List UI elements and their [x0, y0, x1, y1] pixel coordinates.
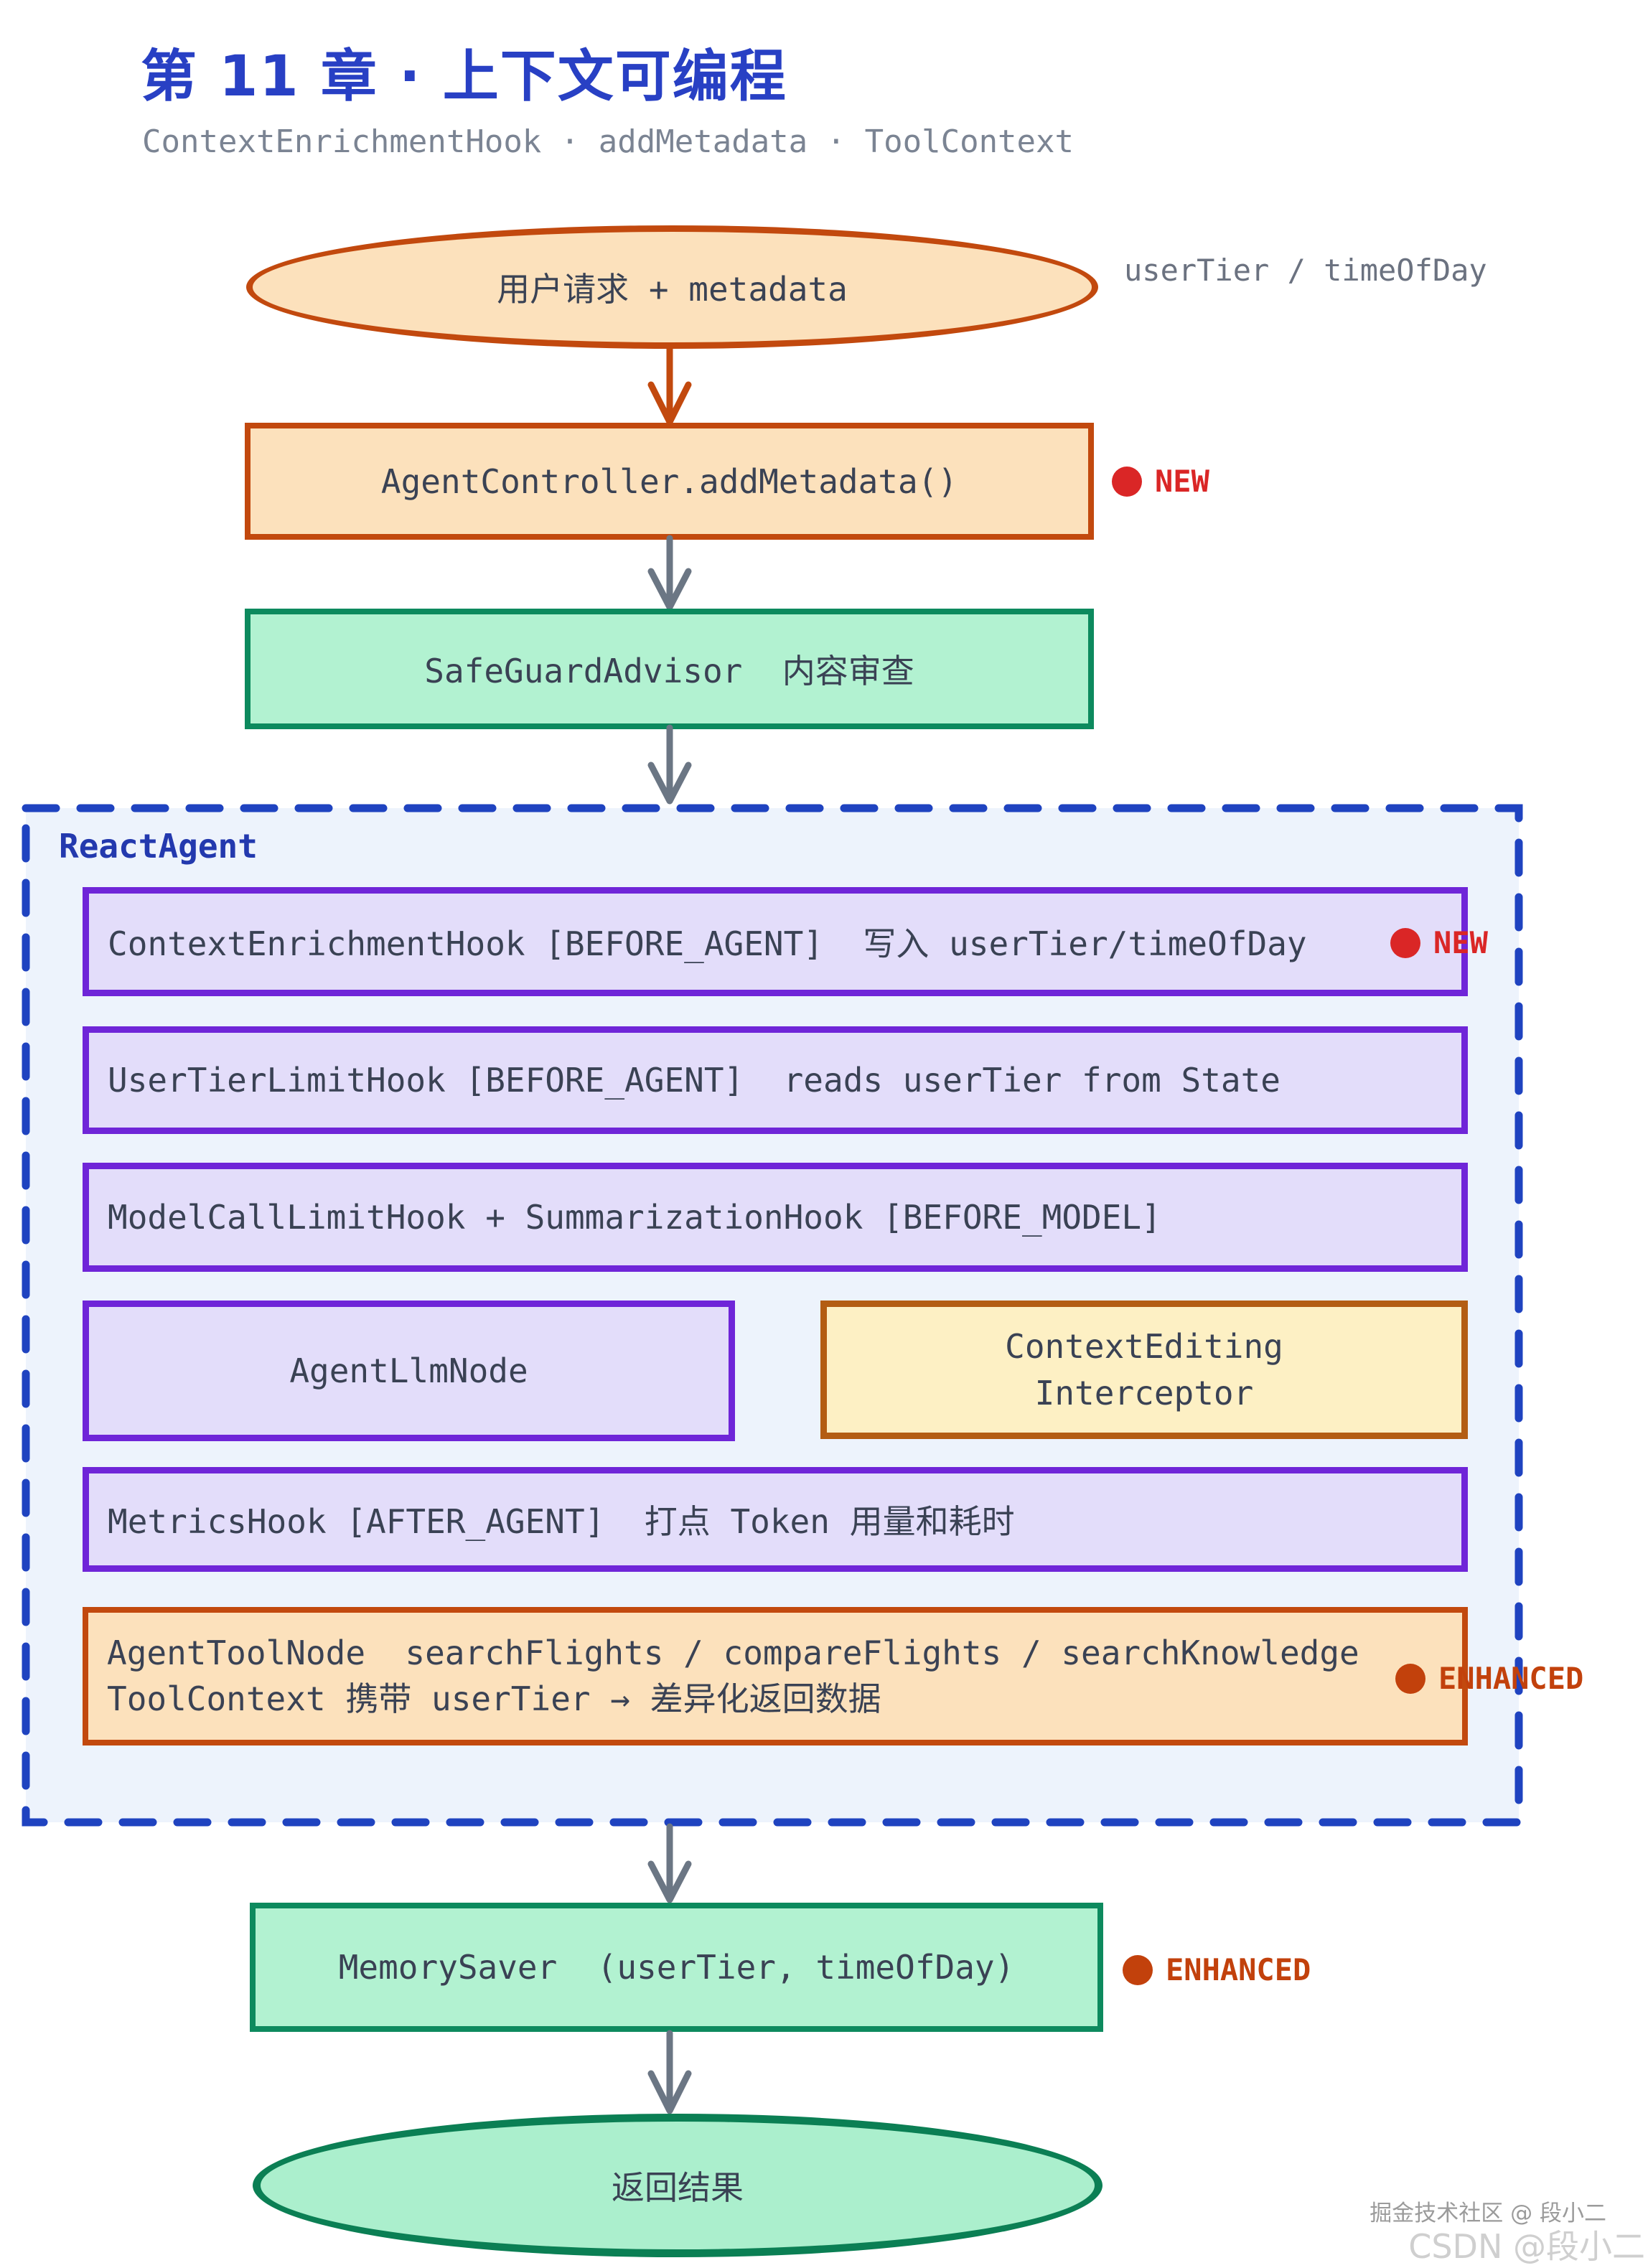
node-memory-saver: MemorySaver (userTier, timeOfDay) — [250, 1903, 1103, 2032]
node-user-request: 用户请求 + metadata — [246, 225, 1098, 349]
arrow-reactagent-to-memory — [647, 1823, 692, 1903]
node-user-tier-limit-hook-label: UserTierLimitHook [BEFORE_AGENT] reads u… — [108, 1061, 1281, 1100]
watermark-juejin: 掘金技术社区 @ 段小二 — [1370, 2201, 1606, 2226]
arrow-controller-to-safeguard — [647, 535, 692, 611]
badge-enhanced-tool: ENHANCED — [1395, 1661, 1583, 1696]
badge-new-controller: NEW — [1112, 464, 1209, 499]
node-user-request-label: 用户请求 + metadata — [497, 270, 848, 309]
node-return-result-label: 返回结果 — [612, 2168, 744, 2207]
node-metrics-hook: MetricsHook [AFTER_AGENT] 打点 Token 用量和耗时 — [83, 1467, 1468, 1572]
badge-new-context-enrichment: NEW — [1390, 925, 1488, 960]
node-safeguard-advisor: SafeGuardAdvisor 内容审查 — [245, 609, 1094, 729]
badge-dot-icon — [1112, 466, 1142, 497]
watermark-csdn: CSDN @段小二 — [1408, 2227, 1645, 2266]
badge-new-context-enrichment-label: NEW — [1433, 925, 1488, 960]
node-agent-tool: AgentToolNode searchFlights / compareFli… — [83, 1607, 1468, 1745]
node-model-call-limit-hook-label: ModelCallLimitHook + SummarizationHook [… — [108, 1198, 1161, 1237]
page-title: 第 11 章 · 上下文可编程 — [141, 44, 787, 109]
node-agent-controller: AgentController.addMetadata() — [245, 423, 1094, 540]
node-return-result: 返回结果 — [253, 2114, 1102, 2257]
node-context-editing-line1: ContextEditing — [1005, 1327, 1283, 1367]
badge-dot-icon — [1395, 1663, 1425, 1694]
node-context-enrichment-hook-label: ContextEnrichmentHook [BEFORE_AGENT] 写入 … — [108, 924, 1307, 963]
node-agent-controller-label: AgentController.addMetadata() — [380, 461, 958, 501]
node-agent-tool-line1: AgentToolNode searchFlights / compareFli… — [107, 1634, 1359, 1673]
badge-new-controller-label: NEW — [1155, 464, 1209, 499]
badge-enhanced-tool-label: ENHANCED — [1438, 1661, 1584, 1696]
badge-dot-icon — [1390, 927, 1420, 958]
react-agent-label: ReactAgent — [59, 827, 258, 866]
node-context-enrichment-hook: ContextEnrichmentHook [BEFORE_AGENT] 写入 … — [83, 887, 1468, 996]
annotation-usertier-timeofday: userTier / timeOfDay — [1124, 253, 1487, 288]
node-model-call-limit-hook: ModelCallLimitHook + SummarizationHook [… — [83, 1163, 1468, 1272]
arrow-input-to-controller — [647, 344, 692, 426]
node-context-editing-interceptor: ContextEditing Interceptor — [820, 1301, 1468, 1439]
node-agent-llm: AgentLlmNode — [83, 1301, 735, 1441]
node-safeguard-advisor-label: SafeGuardAdvisor 内容审查 — [424, 652, 914, 690]
badge-enhanced-memory: ENHANCED — [1123, 1952, 1311, 1987]
arrow-safeguard-to-reactagent — [647, 724, 692, 805]
node-memory-saver-label: MemorySaver (userTier, timeOfDay) — [338, 1948, 1015, 1987]
arrow-memory-to-output — [647, 2030, 692, 2114]
page-subtitle: ContextEnrichmentHook · addMetadata · To… — [142, 123, 1075, 160]
node-agent-tool-line2: ToolContext 携带 userTier → 差异化返回数据 — [107, 1679, 881, 1718]
node-context-editing-line2: Interceptor — [1034, 1373, 1254, 1412]
node-user-tier-limit-hook: UserTierLimitHook [BEFORE_AGENT] reads u… — [83, 1026, 1468, 1134]
node-agent-llm-label: AgentLlmNode — [289, 1351, 528, 1390]
badge-dot-icon — [1123, 1954, 1153, 1985]
node-metrics-hook-label: MetricsHook [AFTER_AGENT] 打点 Token 用量和耗时 — [108, 1502, 1015, 1541]
badge-enhanced-memory-label: ENHANCED — [1166, 1952, 1311, 1987]
